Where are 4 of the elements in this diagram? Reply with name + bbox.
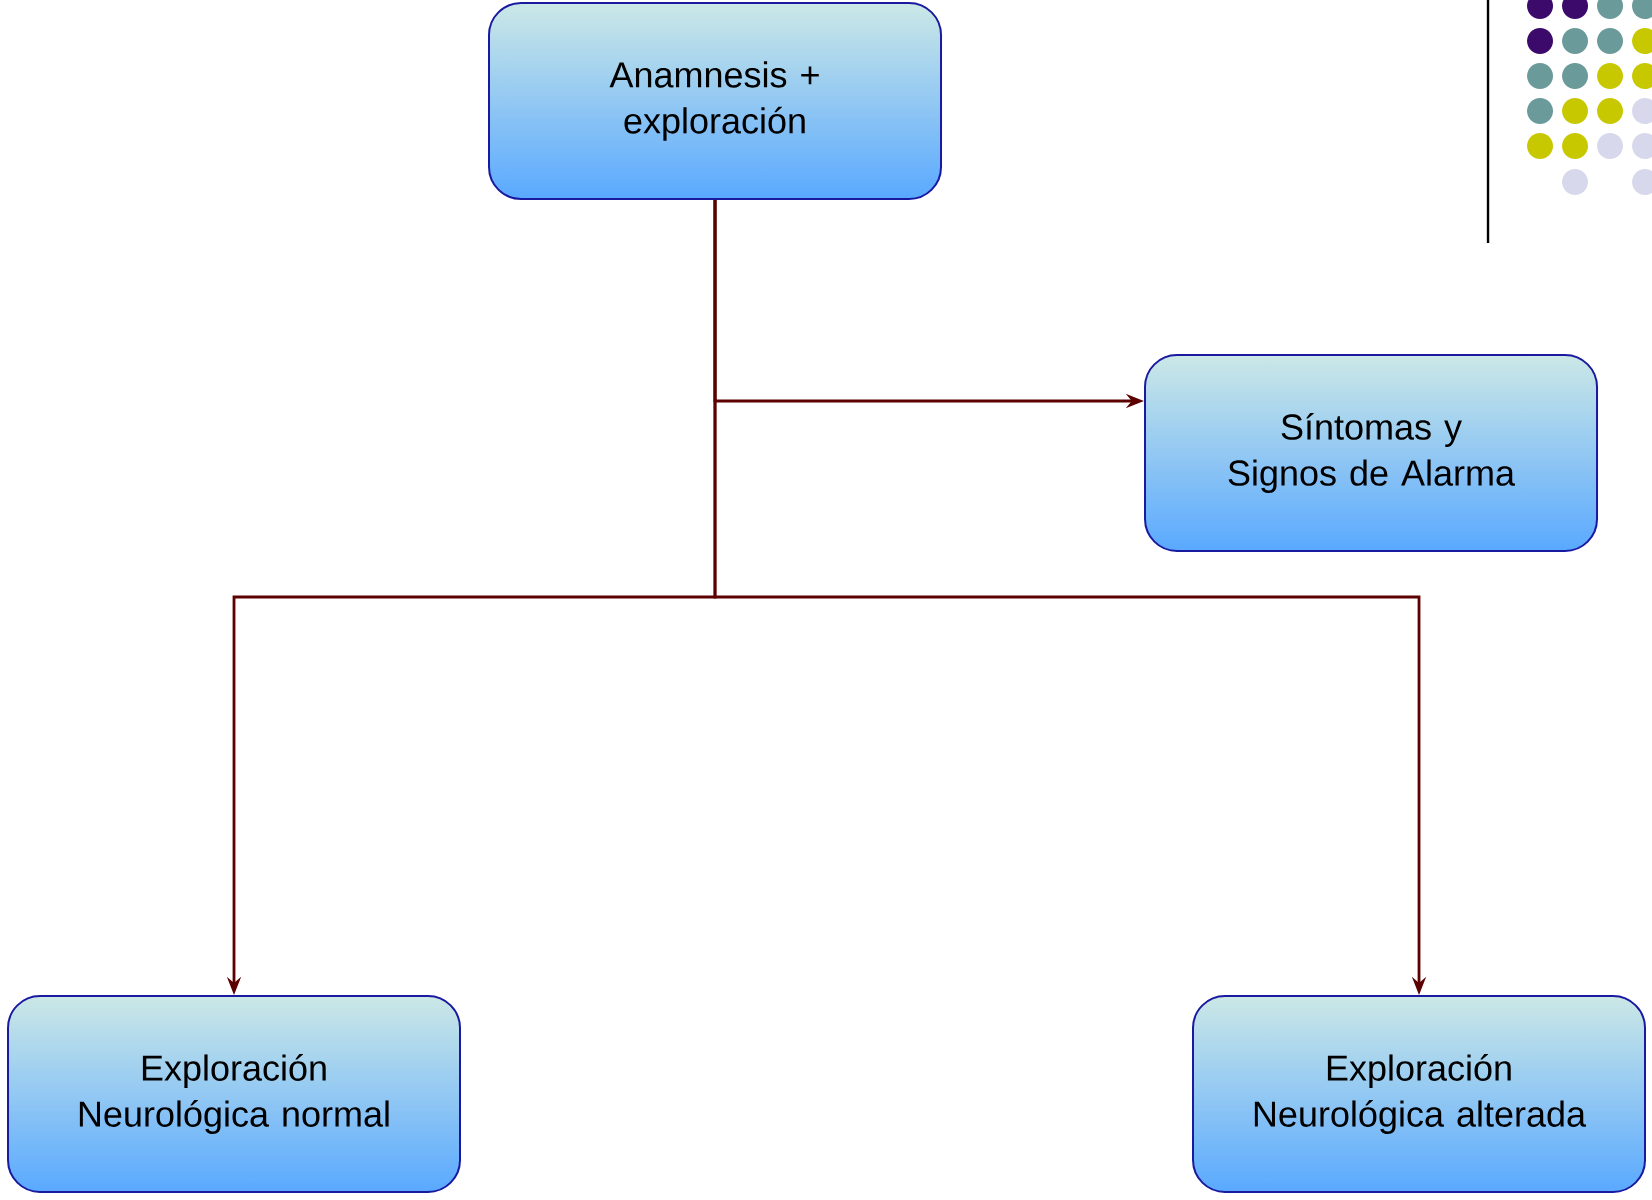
process-box: Anamnesis + exploración — [488, 2, 942, 200]
process-box: Síntomas y Signos de Alarma — [1144, 354, 1598, 552]
process-box: Exploración Neurológica alterada — [1192, 995, 1646, 1193]
process-box: Exploración Neurológica normal — [7, 995, 461, 1193]
